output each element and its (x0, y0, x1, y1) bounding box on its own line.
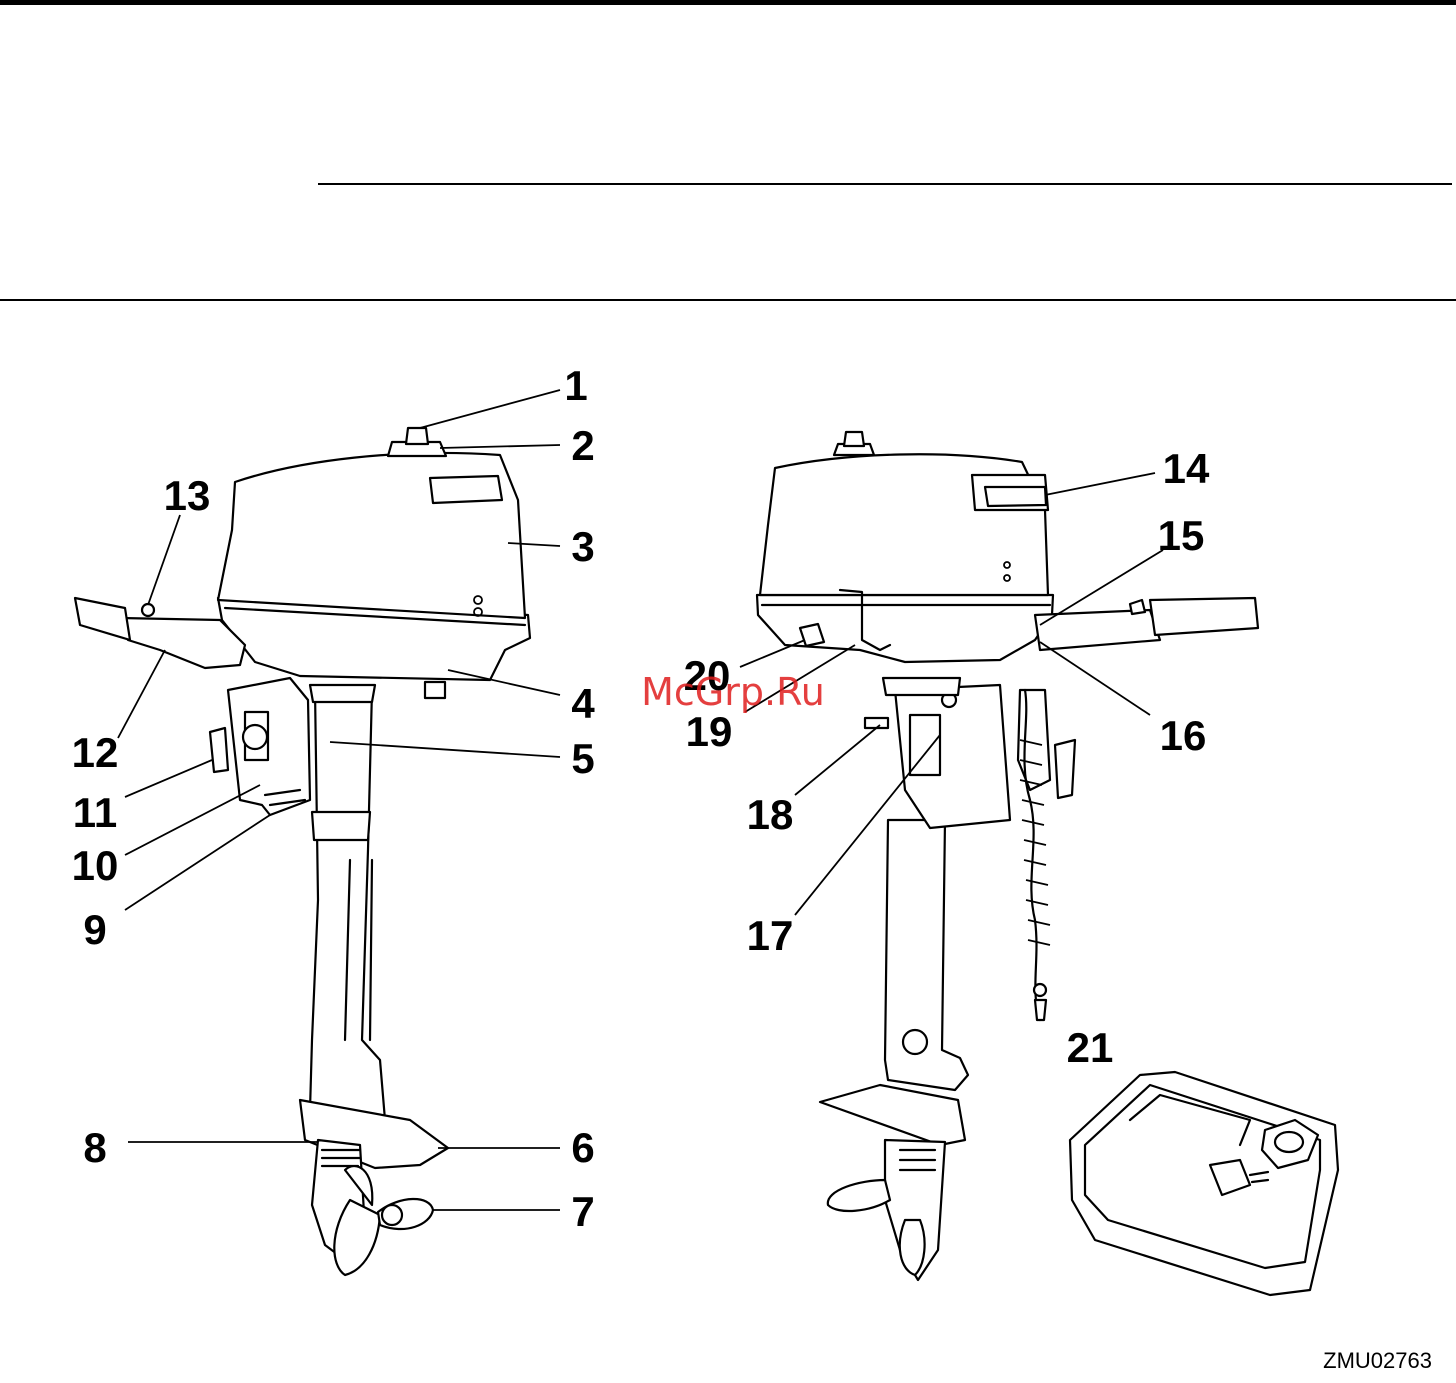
callout-6: 6 (571, 1124, 594, 1171)
callout-3: 3 (571, 523, 594, 570)
callout-19: 19 (686, 708, 733, 755)
callout-8: 8 (83, 1124, 106, 1171)
callout-4: 4 (571, 680, 595, 727)
leader-14 (1045, 473, 1155, 495)
leader-12 (118, 650, 165, 738)
leader-18 (795, 725, 880, 795)
callout-15: 15 (1158, 512, 1205, 559)
callout-16: 16 (1160, 712, 1207, 759)
callout-9: 9 (83, 906, 106, 953)
leader-9 (125, 815, 270, 910)
figure-code: ZMU02763 (1323, 1348, 1432, 1373)
leader-20 (740, 640, 805, 667)
leader-13 (148, 515, 180, 605)
callout-1: 1 (564, 362, 587, 409)
leader-4 (448, 670, 560, 695)
callout-11: 11 (73, 789, 117, 836)
callout-2: 2 (571, 422, 594, 469)
leader-11 (125, 760, 212, 797)
callout-21: 21 (1067, 1024, 1114, 1071)
callout-18: 18 (747, 791, 794, 838)
callout-14: 14 (1163, 445, 1210, 492)
callout-7: 7 (571, 1188, 594, 1235)
leader-16 (1040, 642, 1150, 715)
callout-12: 12 (72, 729, 119, 776)
watermark: McGrp.Ru (641, 670, 825, 714)
callout-17: 17 (747, 912, 794, 959)
leader-2 (440, 445, 560, 448)
leader-1 (420, 390, 560, 428)
callout-13: 13 (164, 472, 211, 519)
leader-10 (125, 785, 260, 855)
fuel-tank-illustration (1070, 1072, 1338, 1295)
callout-10: 10 (72, 842, 119, 889)
callout-5: 5 (571, 735, 594, 782)
